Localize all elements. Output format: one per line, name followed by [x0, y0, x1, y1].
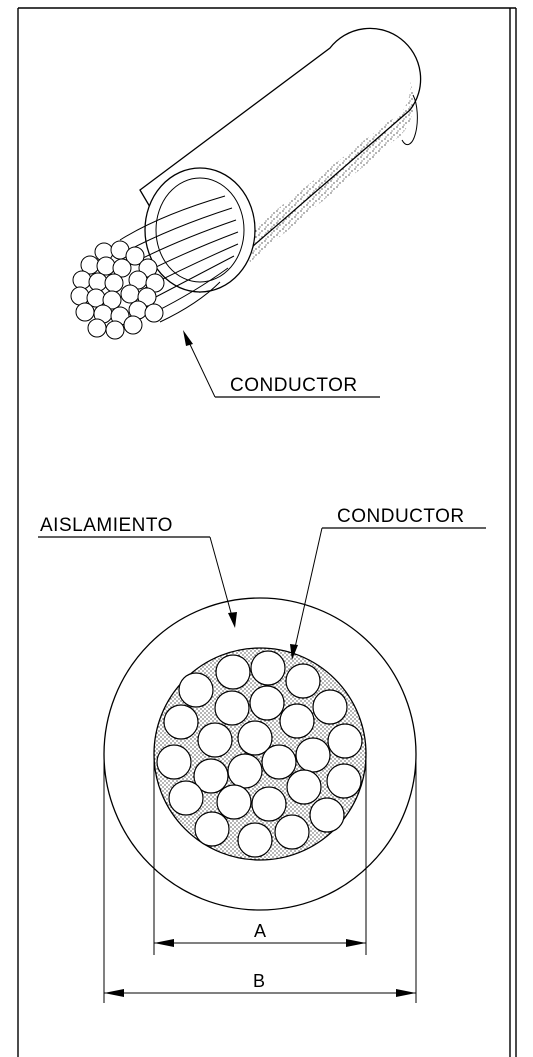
sheet-border [17, 7, 517, 1057]
dimension-b-label: B [253, 971, 265, 991]
cable-3d-view [70, 27, 422, 398]
dimension-a [153, 754, 367, 955]
arrowhead-section [290, 644, 298, 660]
dimension-b [103, 760, 417, 1003]
insulation-label: AISLAMIENTO [40, 515, 173, 536]
conductor-strands [156, 650, 363, 858]
conductor-label-section: CONDUCTOR [337, 506, 465, 527]
cable-cross-section [38, 527, 486, 1003]
conductor-label-top: CONDUCTOR [230, 375, 358, 396]
conductor-leader-section [293, 527, 323, 653]
conductor-leader-top [185, 335, 216, 398]
jacket-shading [246, 82, 415, 262]
dimension-a-label: A [254, 921, 266, 941]
strand-ends [70, 240, 165, 340]
insulation-leader [209, 536, 234, 621]
arrowhead-insulation [228, 612, 237, 628]
arrowhead-top [183, 330, 193, 346]
